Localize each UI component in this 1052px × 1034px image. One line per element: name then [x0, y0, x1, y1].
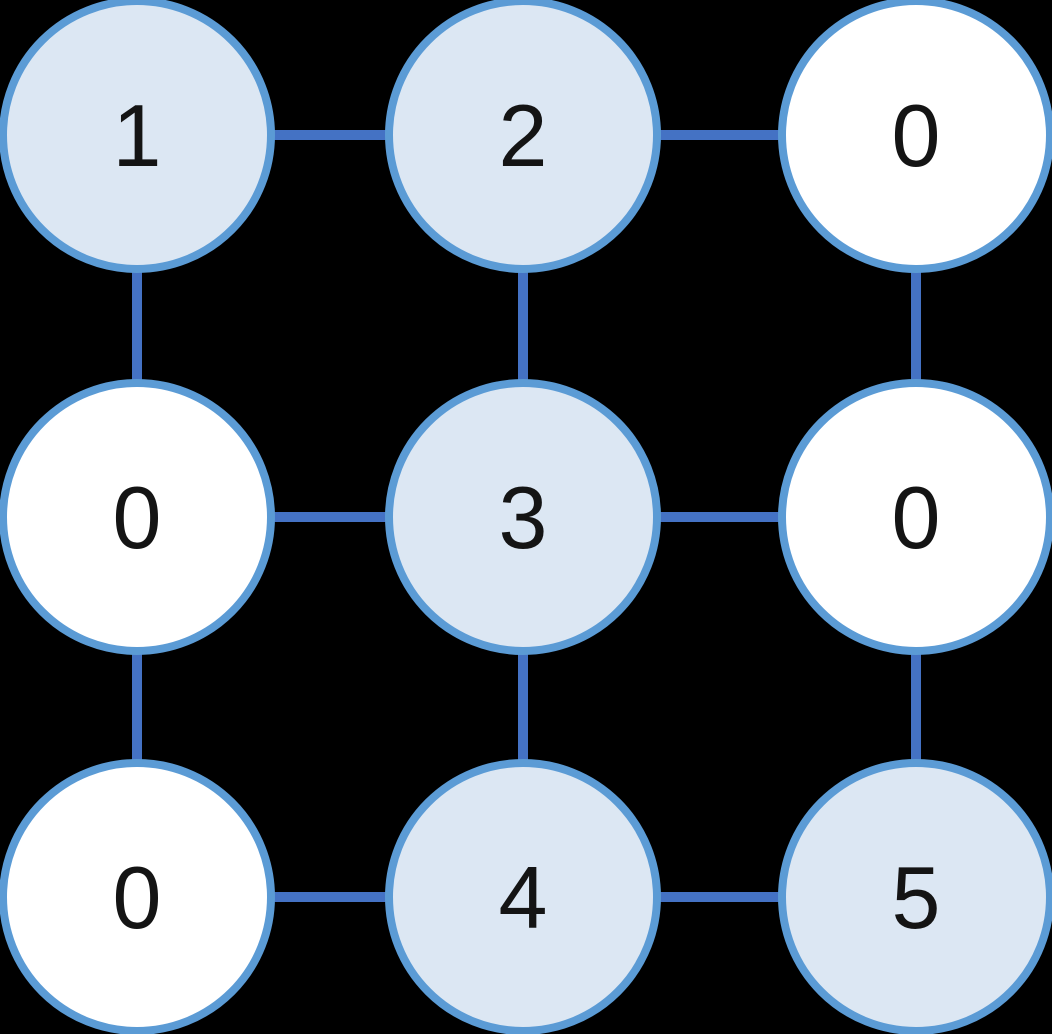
node-label: 0 [892, 468, 941, 567]
graph-node [778, 759, 1052, 1034]
graph-node [0, 0, 275, 273]
graph-node [385, 759, 661, 1034]
node-label: 0 [113, 848, 162, 947]
graph-node [0, 759, 275, 1034]
node-label: 5 [892, 848, 941, 947]
node-label: 4 [499, 848, 548, 947]
graph-node [778, 379, 1052, 655]
node-label: 2 [499, 86, 548, 185]
graph-node [385, 379, 661, 655]
graph-node [385, 0, 661, 273]
node-label: 0 [892, 86, 941, 185]
graph-node [778, 0, 1052, 273]
node-label: 1 [113, 86, 162, 185]
node-label: 3 [499, 468, 548, 567]
graph-node [0, 379, 275, 655]
node-label: 0 [113, 468, 162, 567]
